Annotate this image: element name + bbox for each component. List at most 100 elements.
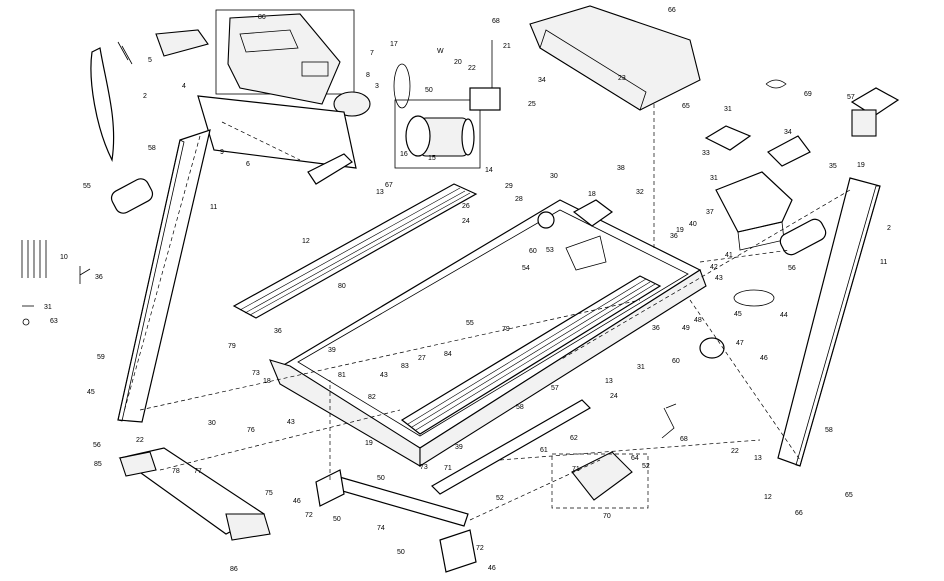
callout-label: 19 <box>365 440 373 447</box>
callout-label: 30 <box>550 173 558 180</box>
callout-label: 31 <box>724 106 732 113</box>
clip-block-side <box>851 109 877 137</box>
callout-label: 78 <box>172 468 180 475</box>
callout-label: 64 <box>631 455 639 462</box>
callout-label: 68 <box>492 18 500 25</box>
callout-label: 13 <box>376 189 384 196</box>
motor-callout-frame <box>394 99 481 169</box>
callout-label: 14 <box>485 167 493 174</box>
callout-label: 22 <box>731 448 739 455</box>
callout-label: 50 <box>333 516 341 523</box>
power-cord <box>90 47 115 162</box>
callout-label: 70 <box>603 513 611 520</box>
callout-label: 60 <box>672 358 680 365</box>
deck-cutout <box>565 235 607 271</box>
callout-label: 12 <box>764 494 772 501</box>
callout-label: 46 <box>760 355 768 362</box>
callout-label: 69 <box>804 91 812 98</box>
callout-label: 10 <box>60 254 68 261</box>
callout-label: 58 <box>516 404 524 411</box>
callout-label: 17 <box>390 41 398 48</box>
callout-label: 2 <box>887 225 891 232</box>
callout-label: 47 <box>736 340 744 347</box>
idler-bracket <box>767 135 811 167</box>
front-roller-pulley <box>537 211 555 229</box>
cord-clip <box>117 41 133 65</box>
callout-label: 2 <box>143 93 147 100</box>
console-tray <box>155 29 209 57</box>
callout-label: 29 <box>505 183 513 190</box>
callout-label: 30 <box>208 420 216 427</box>
callout-label: 38 <box>617 165 625 172</box>
callout-label: 46 <box>293 498 301 505</box>
callout-label: 67 <box>385 182 393 189</box>
motor-flywheel <box>405 115 431 157</box>
callout-label: 52 <box>642 463 650 470</box>
right-upright-edge <box>795 185 881 467</box>
callout-label: 71 <box>444 465 452 472</box>
callout-label: 65 <box>845 492 853 499</box>
callout-label: 83 <box>401 363 409 370</box>
hardware-kit <box>21 240 91 326</box>
callout-label: 55 <box>466 320 474 327</box>
base-assembly <box>118 399 649 573</box>
callout-label: 18 <box>263 378 271 385</box>
console-keypad <box>301 61 329 77</box>
callout-label: 79 <box>228 343 236 350</box>
incline-callout-frame <box>551 453 649 509</box>
handrail-bracket <box>307 153 353 185</box>
callout-label: 18 <box>588 191 596 198</box>
callout-label: 53 <box>546 247 554 254</box>
callout-label: 4 <box>182 83 186 90</box>
callout-label: 72 <box>476 545 484 552</box>
callout-label: 54 <box>522 265 530 272</box>
callout-label: 63 <box>50 318 58 325</box>
right-components <box>661 87 900 439</box>
callout-label: 55 <box>83 183 91 190</box>
callout-label: 57 <box>551 385 559 392</box>
callout-label: 28 <box>515 196 523 203</box>
deck-inner <box>297 209 689 437</box>
callout-label: 68 <box>680 436 688 443</box>
callout-label: 16 <box>400 151 408 158</box>
callout-label: 41 <box>725 252 733 259</box>
callout-label: 3 <box>375 83 379 90</box>
callout-label: 37 <box>706 209 714 216</box>
callout-label: 65 <box>682 103 690 110</box>
drive-belt <box>393 63 411 109</box>
callout-label: 43 <box>287 419 295 426</box>
console-display-window <box>239 29 299 53</box>
assembly-lines <box>123 104 851 521</box>
motor-end-cap <box>461 118 475 156</box>
wire-harness-coil <box>733 289 775 307</box>
rear-roller-end <box>699 337 725 359</box>
console-group <box>90 9 411 185</box>
callout-label: 45 <box>87 389 95 396</box>
callout-label: 58 <box>148 145 156 152</box>
callout-label: 31 <box>637 364 645 371</box>
callout-label: 66 <box>795 510 803 517</box>
callout-label: 22 <box>136 437 144 444</box>
hood-fastener <box>765 79 787 89</box>
callout-label: 8 <box>366 72 370 79</box>
callout-label: 36 <box>652 325 660 332</box>
callout-label: 11 <box>210 204 217 211</box>
callout-label: 27 <box>418 355 426 362</box>
callout-label: 19 <box>676 227 684 234</box>
callout-label: 50 <box>425 87 433 94</box>
callout-label: 6 <box>246 161 250 168</box>
callout-label: 46 <box>488 565 496 572</box>
callout-label: 25 <box>528 101 536 108</box>
callout-label: 45 <box>734 311 742 318</box>
callout-label: 60 <box>529 248 537 255</box>
callout-label: 75 <box>265 490 273 497</box>
motor-mount-bracket <box>469 87 501 111</box>
motor-hood <box>529 5 787 111</box>
callout-label: 56 <box>93 442 101 449</box>
callout-label: 49 <box>682 325 690 332</box>
rear-axle-rod <box>431 399 591 495</box>
callout-label: 32 <box>636 189 644 196</box>
callout-label: 36 <box>670 233 678 240</box>
controller-box <box>715 171 793 233</box>
